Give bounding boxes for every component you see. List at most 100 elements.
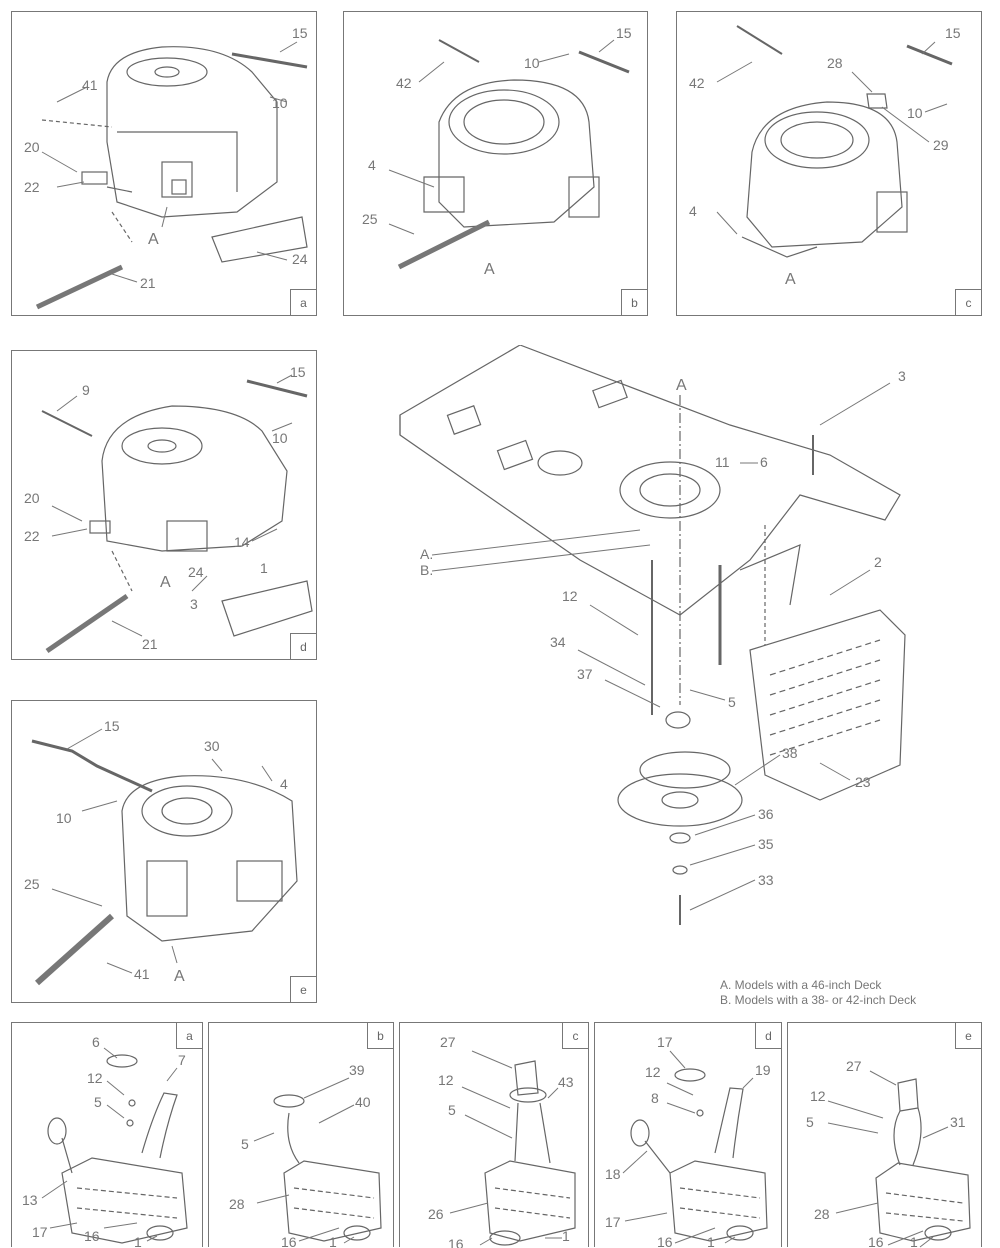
callout: 5 xyxy=(448,1102,456,1118)
panel-tag: e xyxy=(290,976,316,1002)
callout: 36 xyxy=(758,806,774,822)
callout: 28 xyxy=(827,55,843,71)
muffler-panel-e: 27 12 5 31 28 16 1 e xyxy=(787,1022,982,1248)
callout: 26 xyxy=(428,1206,444,1222)
callout-label: A xyxy=(160,574,171,591)
callout: 35 xyxy=(758,836,774,852)
callout: 6 xyxy=(760,454,768,470)
callout: 17 xyxy=(32,1224,48,1240)
callout: 12 xyxy=(810,1088,826,1104)
callout: 18 xyxy=(605,1166,621,1182)
callout: 13 xyxy=(22,1192,38,1208)
callout: 15 xyxy=(945,25,961,41)
engine-panel-d: 9 15 10 20 22 14 A 24 1 3 21 d xyxy=(11,350,317,660)
callout: 10 xyxy=(272,430,288,446)
callout: 7 xyxy=(178,1052,186,1068)
note-46-inch-deck: A. Models with a 46-inch Deck xyxy=(720,978,882,992)
panel-tag: b xyxy=(621,289,647,315)
callout: 15 xyxy=(616,25,632,41)
callout: 6 xyxy=(92,1034,100,1050)
callout: 16 xyxy=(84,1228,100,1244)
callout: 15 xyxy=(290,364,306,380)
callout: 29 xyxy=(933,137,949,153)
engine-drawing-e: 15 30 4 10 25 41 A xyxy=(24,718,298,986)
callout: 1 xyxy=(562,1228,570,1244)
engine-drawing-c: 42 28 15 10 29 4 A xyxy=(689,25,961,288)
callout: 1 xyxy=(134,1234,142,1248)
callout: 12 xyxy=(87,1070,103,1086)
callout: 17 xyxy=(605,1214,621,1230)
muffler-drawing-c: 27 12 43 5 26 16 1 xyxy=(428,1034,576,1248)
muffler-panel-c: 27 12 43 5 26 16 1 c xyxy=(399,1022,589,1248)
callout: 39 xyxy=(349,1062,365,1078)
engine-drawing-a: 15 41 10 20 22 A 24 21 xyxy=(24,25,308,310)
callout: 40 xyxy=(355,1094,371,1110)
callout: 20 xyxy=(24,139,40,155)
callout: 28 xyxy=(814,1206,830,1222)
muffler-drawing-d: 17 12 19 8 18 17 16 1 xyxy=(605,1034,771,1248)
muffler-panel-b: 39 40 5 28 16 1 b xyxy=(208,1022,394,1248)
callout: 24 xyxy=(292,251,308,267)
callout: 1 xyxy=(260,560,268,576)
callout: 37 xyxy=(577,666,593,682)
callout: 16 xyxy=(448,1236,464,1248)
main-assembly-drawing: A 3 11 6 A. B. 2 12 34 37 5 23 38 36 35 … xyxy=(399,345,906,925)
section-label-a-dot: A. xyxy=(420,546,433,562)
panel-tag: c xyxy=(955,289,981,315)
callout: 27 xyxy=(846,1058,862,1074)
muffler-panel-d: 17 12 19 8 18 17 16 1 d xyxy=(594,1022,782,1248)
callout: 25 xyxy=(362,211,378,227)
callout: 23 xyxy=(855,774,871,790)
callout: 4 xyxy=(368,157,376,173)
panel-tag: d xyxy=(290,633,316,659)
callout: 16 xyxy=(657,1234,673,1248)
callout: 10 xyxy=(56,810,72,826)
callout-label: A xyxy=(148,231,159,248)
callout: 5 xyxy=(241,1136,249,1152)
engine-panel-e: 15 30 4 10 25 41 A e xyxy=(11,700,317,1003)
callout: 12 xyxy=(562,588,578,604)
panel-tag: a xyxy=(290,289,316,315)
callout: 21 xyxy=(142,636,158,652)
callout: 15 xyxy=(104,718,120,734)
callout: 34 xyxy=(550,634,566,650)
callout: 3 xyxy=(898,368,906,384)
callout: 41 xyxy=(82,77,98,93)
panel-tag: b xyxy=(367,1023,393,1049)
engine-drawing-b: 42 10 15 4 25 A xyxy=(362,25,632,278)
callout: 16 xyxy=(281,1234,297,1248)
engine-panel-b: 42 10 15 4 25 A b xyxy=(343,11,648,316)
callout: 1 xyxy=(910,1234,918,1248)
callout: 14 xyxy=(234,534,250,550)
callout: 15 xyxy=(292,25,308,41)
callout: 19 xyxy=(755,1062,771,1078)
callout: 30 xyxy=(204,738,220,754)
engine-drawing-d: 9 15 10 20 22 14 A 24 1 3 21 xyxy=(24,364,313,654)
muffler-panel-a: 6 12 7 5 13 17 16 1 a xyxy=(11,1022,203,1248)
panel-tag: a xyxy=(176,1023,202,1049)
section-label-a: A xyxy=(676,377,687,394)
callout: 42 xyxy=(396,75,412,91)
callout: 1 xyxy=(707,1234,715,1248)
callout: 22 xyxy=(24,179,40,195)
callout: 8 xyxy=(651,1090,659,1106)
callout: 38 xyxy=(782,745,798,761)
callout: 9 xyxy=(82,382,90,398)
callout-label: A xyxy=(785,271,796,288)
panel-tag: d xyxy=(755,1023,781,1049)
note-38-42-inch-deck: B. Models with a 38- or 42-inch Deck xyxy=(720,993,917,1007)
callout-label: A xyxy=(484,261,495,278)
muffler-drawing-b: 39 40 5 28 16 1 xyxy=(229,1062,382,1248)
callout: 21 xyxy=(140,275,156,291)
callout: 4 xyxy=(689,203,697,219)
callout: 24 xyxy=(188,564,204,580)
callout: 31 xyxy=(950,1114,966,1130)
panel-tag: c xyxy=(562,1023,588,1049)
callout: 12 xyxy=(438,1072,454,1088)
callout: 41 xyxy=(134,966,150,982)
muffler-drawing-e: 27 12 5 31 28 16 1 xyxy=(806,1058,971,1248)
callout: 20 xyxy=(24,490,40,506)
muffler-drawing-a: 6 12 7 5 13 17 16 1 xyxy=(22,1034,188,1248)
callout: 5 xyxy=(728,694,736,710)
engine-panel-c: 42 28 15 10 29 4 A c xyxy=(676,11,982,316)
